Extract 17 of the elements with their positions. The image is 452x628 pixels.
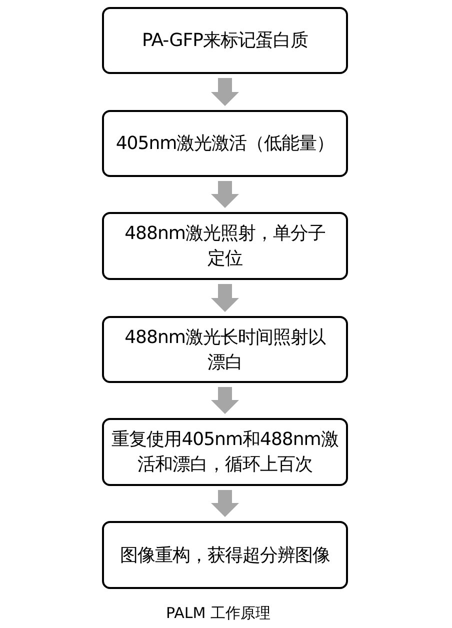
process-box [102, 316, 348, 383]
step-text: 图像重构，获得超分辨图像 [120, 544, 330, 568]
arrow [211, 181, 239, 208]
process-box [102, 521, 348, 589]
process-box [102, 110, 348, 177]
arrow [211, 284, 239, 312]
step-text: 488nm激光照射，单分子定位 [124, 222, 326, 271]
arrow [211, 78, 239, 106]
step-text: 488nm激光长时间照射以漂白 [124, 326, 327, 374]
caption: PALM 工作原理 [166, 603, 270, 624]
process-box [102, 7, 348, 74]
step-text: 重复使用405nm和488nm激活和漂白，循环上百次 [110, 428, 340, 477]
arrow [211, 490, 239, 517]
process-box [102, 418, 348, 486]
step-text: 405nm激光激活（低能量） [116, 132, 334, 156]
step-text: PA-GFP来标记蛋白质 [142, 29, 308, 53]
process-box [102, 212, 348, 280]
